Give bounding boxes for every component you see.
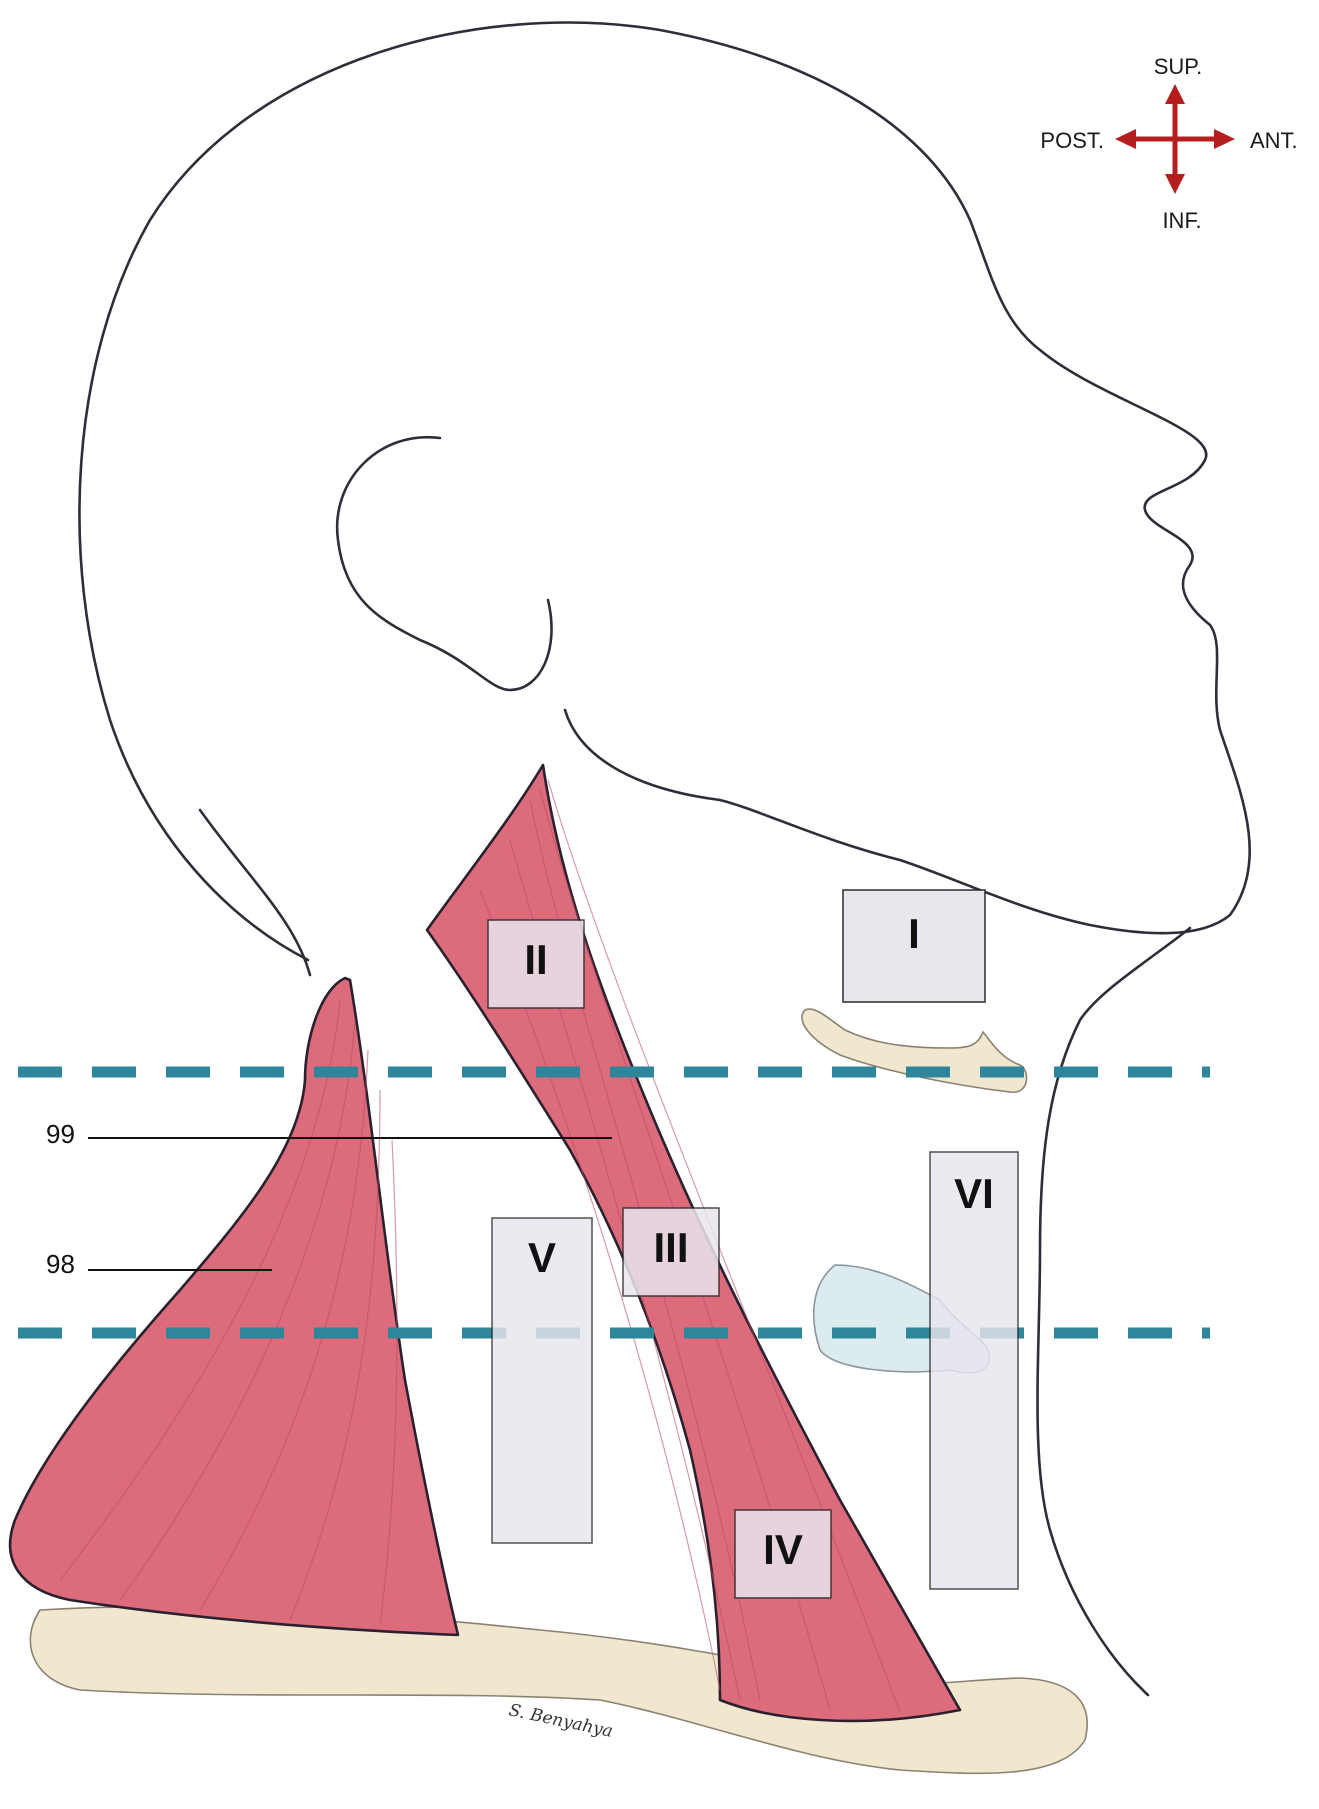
- arrow-up-icon: [1165, 84, 1185, 104]
- orientation-compass: SUP. INF. POST. ANT.: [1040, 54, 1297, 233]
- level-label-III: III: [653, 1224, 688, 1271]
- arrow-right-icon: [1214, 129, 1235, 149]
- anterior-neck-outline: [1038, 928, 1191, 1695]
- level-label-VI: VI: [954, 1170, 994, 1217]
- compass-inf-label: INF.: [1162, 208, 1201, 233]
- level-box-III: III: [623, 1208, 719, 1296]
- compass-sup-label: SUP.: [1154, 54, 1203, 79]
- arrow-left-icon: [1115, 129, 1136, 149]
- level-box-II: II: [488, 920, 584, 1008]
- level-label-V: V: [528, 1234, 556, 1281]
- level-box-I: I: [843, 890, 985, 1002]
- hyoid-bone: [802, 1009, 1027, 1092]
- head-outline: [79, 23, 1249, 960]
- level-box-V: V: [492, 1218, 592, 1543]
- arrow-down-icon: [1165, 174, 1185, 194]
- level-label-I: I: [908, 910, 920, 957]
- level-label-IV: IV: [763, 1526, 803, 1573]
- compass-ant-label: ANT.: [1250, 128, 1298, 153]
- artist-signature: S. Benyahya: [507, 1700, 615, 1742]
- callout-99-label: 99: [46, 1119, 75, 1149]
- compass-post-label: POST.: [1040, 128, 1104, 153]
- callout-98-label: 98: [46, 1249, 75, 1279]
- level-label-II: II: [524, 936, 547, 983]
- ear-outline: [337, 437, 551, 690]
- level-box-IV: IV: [735, 1510, 831, 1598]
- level-box-VI: VI: [930, 1152, 1018, 1589]
